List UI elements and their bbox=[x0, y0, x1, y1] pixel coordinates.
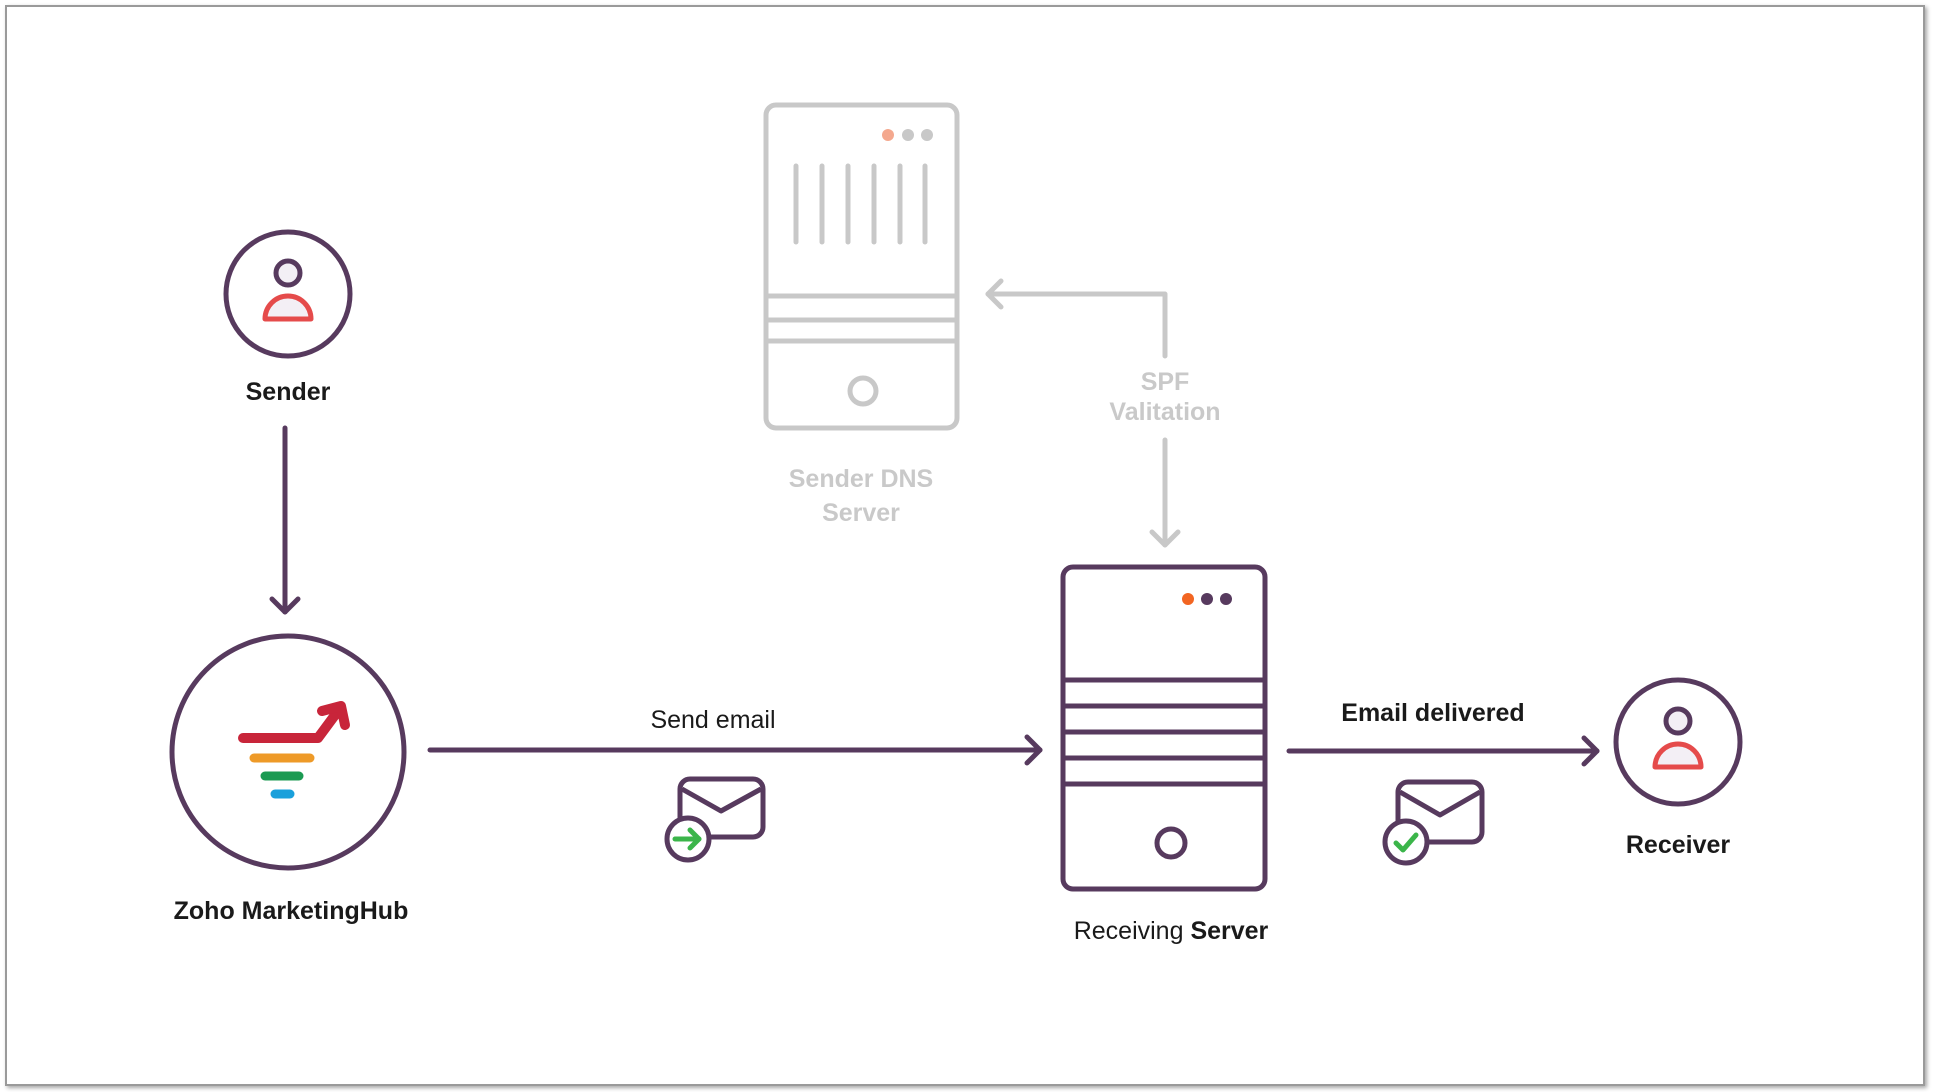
send-email-label: Send email bbox=[650, 706, 775, 734]
receiver-node: Receiver bbox=[1613, 677, 1743, 859]
email-delivered-arrow bbox=[1286, 735, 1600, 767]
led-dot bbox=[902, 129, 914, 141]
dns-server-label-line2: Server bbox=[822, 499, 900, 527]
send-email-arrow bbox=[427, 734, 1043, 766]
led-dot bbox=[1182, 593, 1194, 605]
receiver-circle bbox=[1613, 677, 1743, 807]
email-check-icon bbox=[1382, 779, 1485, 866]
user-icon bbox=[262, 258, 314, 322]
diagram-frame bbox=[5, 5, 1925, 1086]
dns-server-node: Sender DNS Server bbox=[763, 102, 960, 527]
sender-to-hub-arrow bbox=[269, 425, 301, 615]
spf-validation-edge: SPF Valitation bbox=[985, 278, 1221, 548]
send-email-edge: Send email bbox=[427, 706, 1043, 863]
receiving-server-node: Receiving Server bbox=[1060, 564, 1269, 945]
spf-label-line1: SPF bbox=[1141, 368, 1190, 396]
led-dot bbox=[1201, 593, 1213, 605]
marketinghub-circle bbox=[169, 633, 407, 871]
led-dot bbox=[921, 129, 933, 141]
receiving-server-label: Receiving Server bbox=[1074, 917, 1269, 945]
marketinghub-label: Zoho MarketingHub bbox=[174, 897, 409, 925]
user-icon bbox=[1652, 706, 1704, 770]
led-dot bbox=[1220, 593, 1232, 605]
email-delivered-label: Email delivered bbox=[1341, 699, 1524, 727]
receiver-label: Receiver bbox=[1626, 831, 1731, 859]
status-leds bbox=[882, 129, 933, 141]
marketinghub-logo-icon bbox=[238, 701, 350, 799]
receiving-server-label-regular: Receiving bbox=[1074, 917, 1191, 945]
email-delivered-edge: Email delivered bbox=[1286, 699, 1600, 866]
receiving-server-label-bold: Server bbox=[1190, 917, 1268, 945]
dns-server-label-line1: Sender DNS bbox=[789, 465, 933, 493]
led-dot bbox=[882, 129, 894, 141]
email-send-icon bbox=[664, 776, 766, 863]
sender-node: Sender bbox=[223, 229, 353, 406]
sender-label: Sender bbox=[246, 378, 331, 406]
status-leds bbox=[1182, 593, 1232, 605]
server-icon bbox=[1060, 564, 1268, 892]
spf-label-line2: Valitation bbox=[1109, 398, 1220, 426]
sender-circle bbox=[223, 229, 353, 359]
spf-validation-arrows bbox=[985, 278, 1181, 548]
marketinghub-node: Zoho MarketingHub bbox=[169, 633, 409, 925]
server-icon bbox=[763, 102, 960, 431]
